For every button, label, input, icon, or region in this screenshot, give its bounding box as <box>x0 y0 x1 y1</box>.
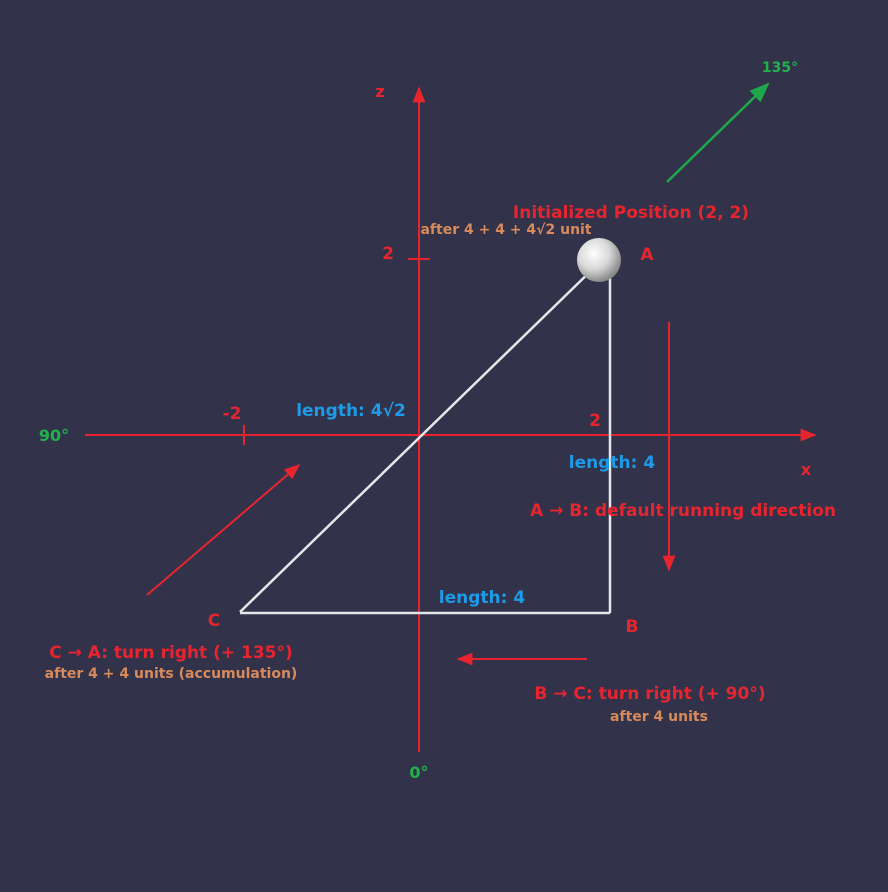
ab-direction-label: A → B: default running direction <box>530 501 836 521</box>
arrow-135-deg <box>666 82 770 183</box>
angle-135-label: 135° <box>762 60 798 76</box>
angle-0-label: 0° <box>409 763 428 782</box>
bc-turn-label: B → C: turn right (+ 90°) <box>534 684 765 704</box>
path-c-to-a <box>239 261 601 613</box>
arrow-c-to-a <box>146 463 301 596</box>
point-b-label: B <box>626 617 639 637</box>
bc-after-label: after 4 units <box>610 709 708 725</box>
z-axis-label: z <box>375 82 384 101</box>
init-position-label: Initialized Position (2, 2) <box>513 203 749 223</box>
angle-90-label: 90° <box>39 426 69 445</box>
point-c-label: C <box>208 611 220 631</box>
ca-turn-label: C → A: turn right (+ 135°) <box>49 643 293 663</box>
tick-label-x-neg2: -2 <box>223 404 242 424</box>
tick-label-z-2: 2 <box>382 244 394 264</box>
x-axis-label: x <box>801 460 812 479</box>
ca-after-label: after 4 + 4 units (accumulation) <box>45 666 298 682</box>
ball-marker <box>577 238 621 282</box>
point-a-label: A <box>640 245 654 265</box>
tick-label-x-2: 2 <box>589 411 601 431</box>
length-diagonal-label: length: 4√2 <box>296 401 406 421</box>
after-full-loop-label: after 4 + 4 + 4√2 unit <box>420 222 591 238</box>
length-ab-label: length: 4 <box>569 453 656 473</box>
length-bc-label: length: 4 <box>439 588 526 608</box>
